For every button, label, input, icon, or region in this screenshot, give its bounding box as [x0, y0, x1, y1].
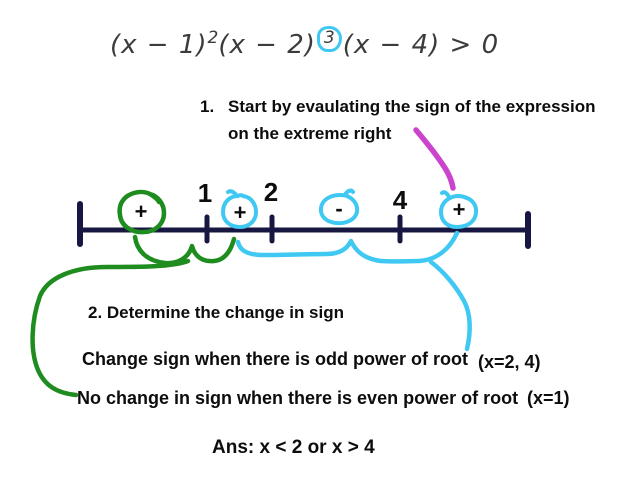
formula-factor-2: (x − 2): [218, 30, 316, 60]
rule-odd-power: Change sign when there is odd power of r…: [82, 349, 469, 369]
magenta-pointer-stroke: [413, 127, 456, 191]
rule-odd-note: (x=2, 4): [478, 352, 541, 372]
axis-label-2: 2: [263, 177, 279, 207]
formula-factor-1: (x − 1): [110, 30, 208, 60]
axis-label-1: 1: [197, 178, 213, 208]
cyan-plus-circle-right: [439, 190, 479, 229]
axis-label-4: 4: [392, 185, 408, 215]
rule-even-note: (x=1): [527, 388, 570, 408]
sign-plus-right: +: [452, 197, 466, 222]
step-1-text-line-1: Start by evaulating the sign of the expr…: [228, 97, 596, 116]
cyan-plus-circle: [221, 189, 258, 229]
inequality-formula: (x − 1)2(x − 2)3(x − 4) > 0: [110, 26, 500, 62]
green-brace: [132, 234, 237, 266]
step-1-text-line-2: on the extreme right: [228, 124, 392, 143]
green-plus-circle: [117, 189, 167, 235]
green-curve-to-even-rule: [30, 258, 191, 398]
cyan-brace: [235, 230, 460, 264]
sign-plus-middle: +: [233, 200, 247, 225]
formula-factor-3: (x − 4): [342, 30, 441, 60]
exponent-2: 2: [207, 28, 219, 48]
answer-text: Ans: x < 2 or x > 4: [212, 437, 375, 458]
sign-plus-left: +: [134, 199, 148, 224]
step-2-text: 2. Determine the change in sign: [88, 303, 345, 322]
cyan-minus-circle: [318, 188, 360, 226]
cyan-curve-to-odd-note: [428, 259, 472, 352]
rule-even-power: No change in sign when there is even pow…: [77, 388, 519, 408]
step-1-number: 1.: [200, 97, 215, 116]
formula-relation: > 0: [449, 30, 500, 60]
exponent-3-circled: 3: [316, 26, 342, 52]
sign-minus: -: [335, 196, 343, 221]
